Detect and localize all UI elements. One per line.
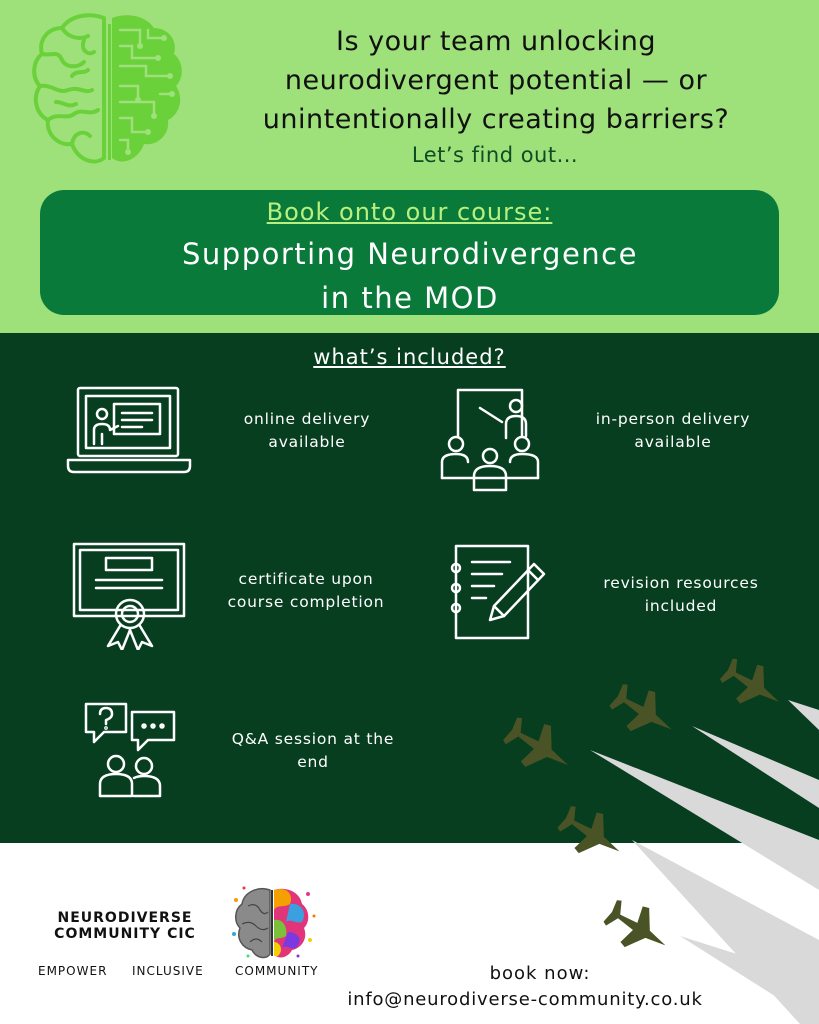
org-name-line: COMMUNITY CIC xyxy=(54,926,196,942)
course-title-line: Supporting Neurodivergence xyxy=(182,237,638,271)
feature-line: available xyxy=(634,433,712,451)
headline: Is your team unlocking neurodivergent po… xyxy=(196,22,796,139)
brain-circuit-icon xyxy=(32,13,182,164)
course-title: Supporting Neurodivergence in the MOD xyxy=(60,232,760,320)
org-name-line: NEURODIVERSE xyxy=(57,910,193,926)
feature-line: end xyxy=(297,753,329,771)
feature-in-person-delivery: in-person delivery available xyxy=(568,408,778,454)
feature-revision-resources: revision resources included xyxy=(578,572,784,618)
headline-line: neurodivergent potential — or xyxy=(284,65,708,96)
colorful-brain-logo-icon xyxy=(232,886,316,959)
classroom-presentation-icon xyxy=(440,388,540,492)
feature-certificate: certificate upon course completion xyxy=(200,568,412,614)
feature-line: course completion xyxy=(227,593,385,611)
feature-line: available xyxy=(268,433,346,451)
feature-line: in-person delivery xyxy=(595,410,751,428)
laptop-presentation-icon xyxy=(66,386,192,474)
headline-line: Is your team unlocking xyxy=(335,26,656,57)
feature-line: revision resources xyxy=(603,574,759,592)
certificate-icon xyxy=(72,542,186,650)
course-banner: Book onto our course: Supporting Neurodi… xyxy=(40,190,779,315)
qa-chat-icon xyxy=(84,702,176,798)
subline: Let’s find out... xyxy=(411,143,579,167)
feature-line: Q&A session at the xyxy=(231,730,395,748)
fighter-jet-icon xyxy=(497,708,581,786)
book-course-link[interactable]: Book onto our course: xyxy=(266,198,553,226)
feature-online-delivery: online delivery available xyxy=(212,408,402,454)
fighter-jets-illustration xyxy=(497,650,819,1024)
contact-email-link[interactable]: info@neurodiverse-community.co.uk xyxy=(347,989,703,1010)
feature-qa-session: Q&A session at the end xyxy=(206,728,420,774)
tagline-inclusive: INCLUSIVE xyxy=(132,964,204,978)
notepad-pencil-icon xyxy=(450,544,546,640)
course-title-line: in the MOD xyxy=(321,281,499,315)
included-title: what’s included? xyxy=(313,345,506,369)
tagline-empower: EMPOWER xyxy=(38,964,108,978)
headline-line: unintentionally creating barriers? xyxy=(262,104,730,135)
feature-line: certificate upon xyxy=(238,570,374,588)
book-now-label: book now: xyxy=(489,963,591,984)
feature-line: online delivery xyxy=(243,410,371,428)
tagline-community: COMMUNITY xyxy=(235,964,319,978)
organisation-name: NEURODIVERSE COMMUNITY CIC xyxy=(30,910,220,942)
feature-line: included xyxy=(644,597,718,615)
